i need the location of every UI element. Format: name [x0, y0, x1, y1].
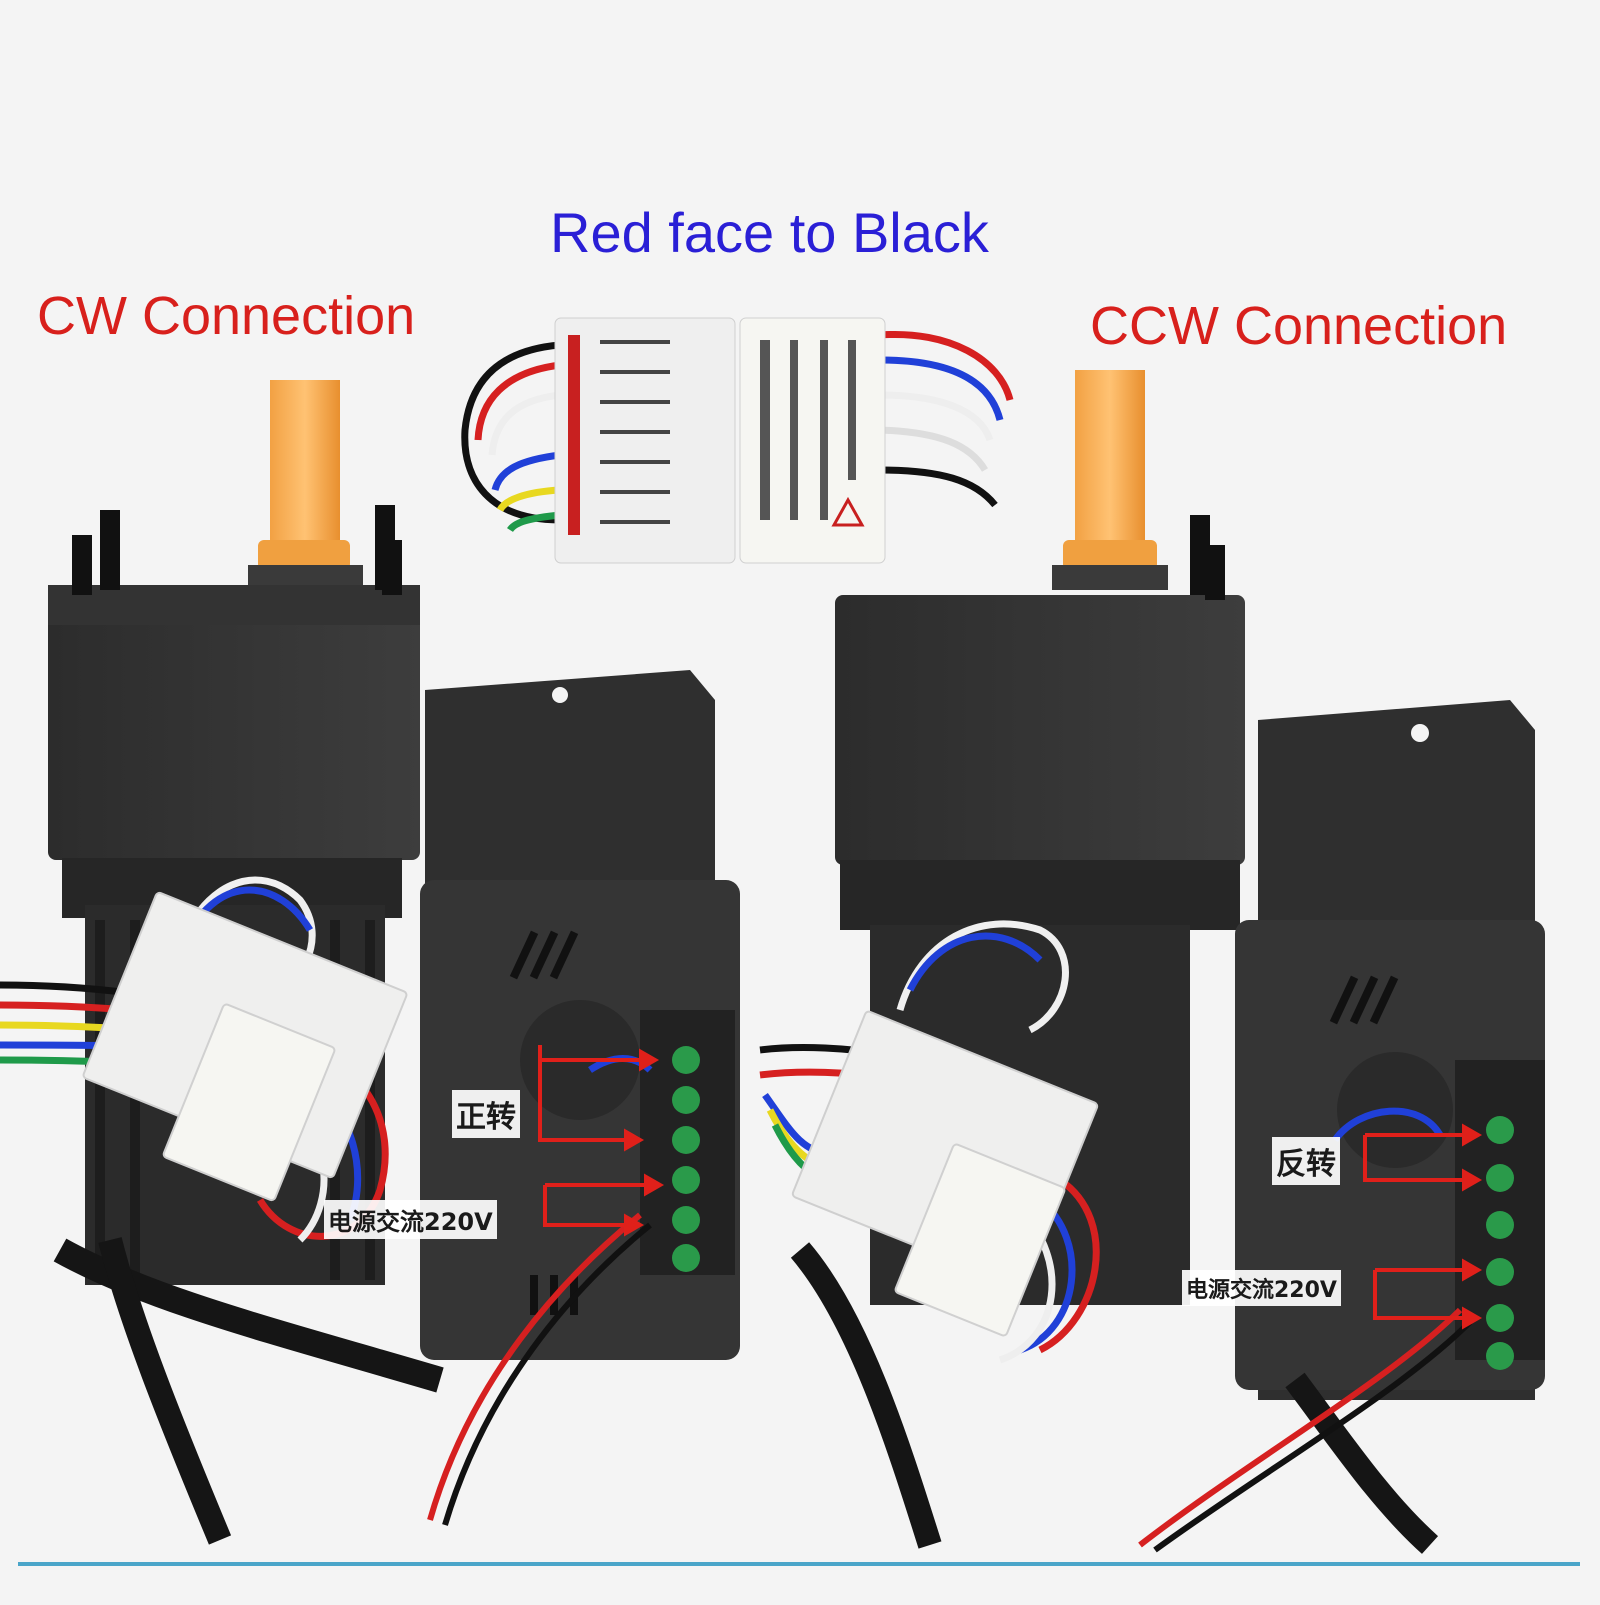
left-arrows [538, 1045, 665, 1237]
cw-rotation-label: 正转 [452, 1090, 520, 1138]
left-controller [420, 670, 740, 1360]
bottom-divider [18, 1562, 1580, 1566]
top-connector [461, 317, 1014, 564]
ccw-rotation-label: 反转 [1272, 1137, 1340, 1185]
power-label-left: 电源交流220V [324, 1200, 497, 1239]
cw-connection-title: CW Connection [37, 286, 416, 346]
power-label-right: 电源交流220V [1182, 1270, 1341, 1306]
right-arrows [1363, 1123, 1483, 1330]
left-wiring [0, 876, 653, 1545]
right-wiring [759, 920, 1473, 1554]
ccw-connection-title: CCW Connection [1090, 296, 1508, 356]
top-title: Red face to Black [550, 201, 989, 264]
